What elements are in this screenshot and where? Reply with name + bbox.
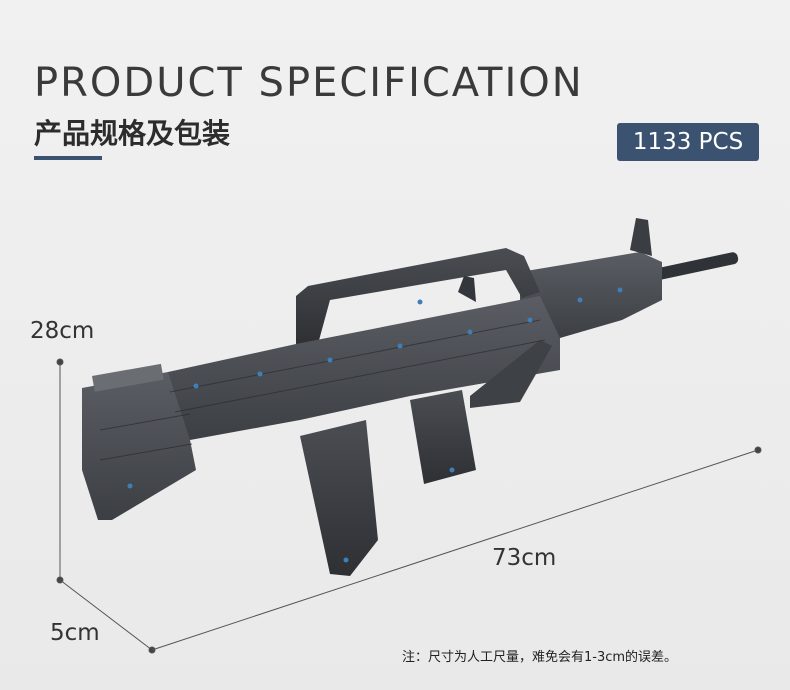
width-label: 5cm [50,620,100,646]
height-label: 28cm [30,318,95,344]
piece-count-badge: 1133 PCS [617,123,759,161]
dimension-lines [56,358,762,654]
measurement-note: 注：尺寸为人工尺量，难免会有1-3cm的误差。 [402,650,678,665]
page-title: PRODUCT SPECIFICATION [34,60,584,106]
title-underline [34,156,102,160]
brick-rifle-icon [82,218,739,576]
page-subtitle: 产品规格及包装 [34,117,231,150]
length-label: 73cm [492,545,557,571]
